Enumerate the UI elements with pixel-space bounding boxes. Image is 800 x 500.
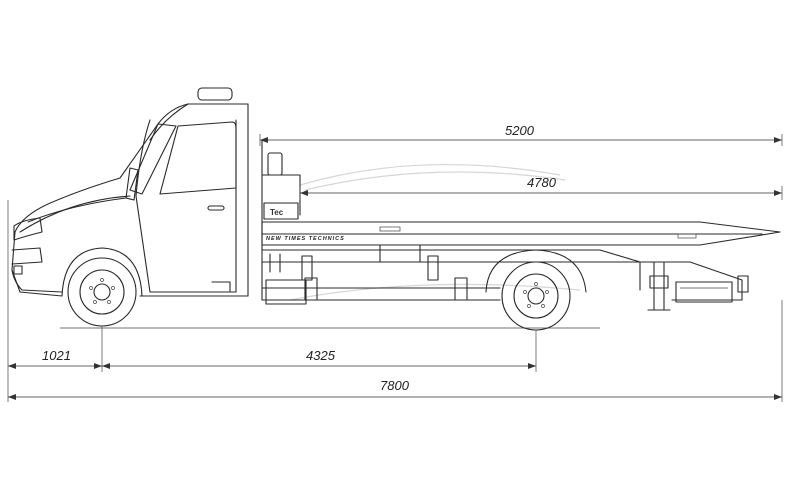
- front-wheel: [67, 257, 137, 327]
- svg-text:Tec: Tec: [270, 208, 284, 217]
- beacon-light: [197, 87, 233, 101]
- toolbox: [265, 279, 307, 305]
- underlift-arm: [599, 261, 743, 301]
- flatbed-platform: [261, 221, 781, 246]
- rear-wheel: [501, 261, 571, 331]
- dimensions: 5200 4780 1021 4325 7800: [7, 123, 783, 402]
- chassis: Tec NEW TIMES TECHNICS: [261, 139, 781, 311]
- dimension-platform-length: 4780: [527, 175, 557, 190]
- company-logo: [263, 202, 299, 220]
- dimension-front-overhang: 1021: [42, 348, 71, 363]
- dimension-wheelbase: 4325: [306, 348, 336, 363]
- rear-jack: [647, 261, 671, 311]
- door-handle: [207, 205, 225, 211]
- headlight: [13, 217, 43, 241]
- watermark: [289, 163, 581, 301]
- body-label: NEW TIMES TECHNICS: [266, 236, 345, 242]
- truck-cab: [11, 87, 249, 297]
- front-bumper: [11, 269, 63, 293]
- door-window: [159, 121, 237, 195]
- cab-body: [11, 103, 249, 297]
- side-mirror: [125, 167, 139, 201]
- dimension-overall-length: 7800: [380, 378, 410, 393]
- door: [135, 119, 237, 293]
- headboard-mirror: [267, 152, 283, 176]
- dimension-deck-length: 5200: [505, 123, 535, 138]
